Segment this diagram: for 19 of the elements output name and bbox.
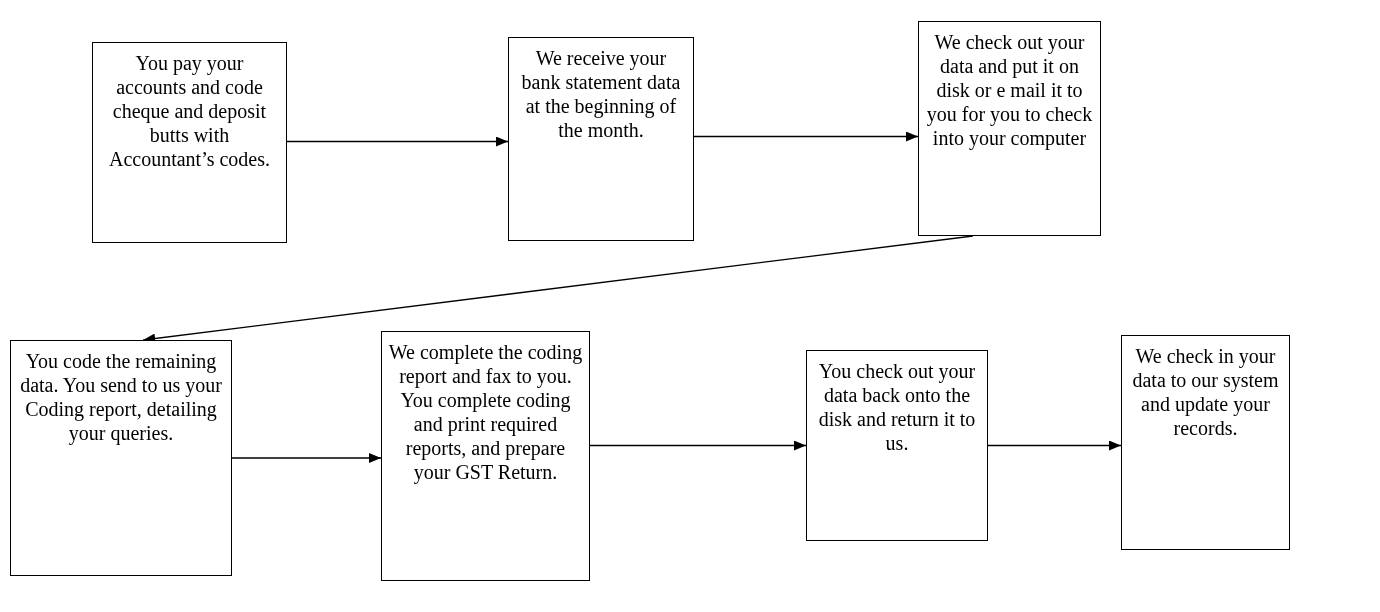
arrow (589, 440, 807, 451)
box-text: You pay your accounts and code cheque and deposit butts with Accountant’s codes. (107, 51, 272, 171)
process-box (92, 42, 287, 243)
arrow (286, 136, 509, 147)
process-box (918, 21, 1101, 236)
process-box (806, 350, 988, 541)
box-text: You check out your data back onto the disk and return it to us. (817, 359, 977, 455)
arrow (987, 440, 1122, 451)
process-box (508, 37, 694, 241)
arrow (693, 131, 919, 142)
box-text: We complete the coding report and fax to you. You complete coding and print required reports, and prepare your GST Return. (388, 340, 583, 484)
box-text: We check out your data and put it on disk or e mail it to you for you to check into your computer (925, 30, 1094, 150)
process-box (1121, 335, 1290, 550)
process-box (10, 340, 232, 576)
box-text: We check in your data to our system and update your records. (1131, 344, 1280, 440)
box-text: You code the remaining data. You send to us your Coding report, detailing your queries. (19, 349, 223, 445)
process-box (381, 331, 590, 581)
box-text: We receive your bank statement data at the beginning of the month. (520, 46, 682, 142)
arrow (231, 453, 382, 463)
